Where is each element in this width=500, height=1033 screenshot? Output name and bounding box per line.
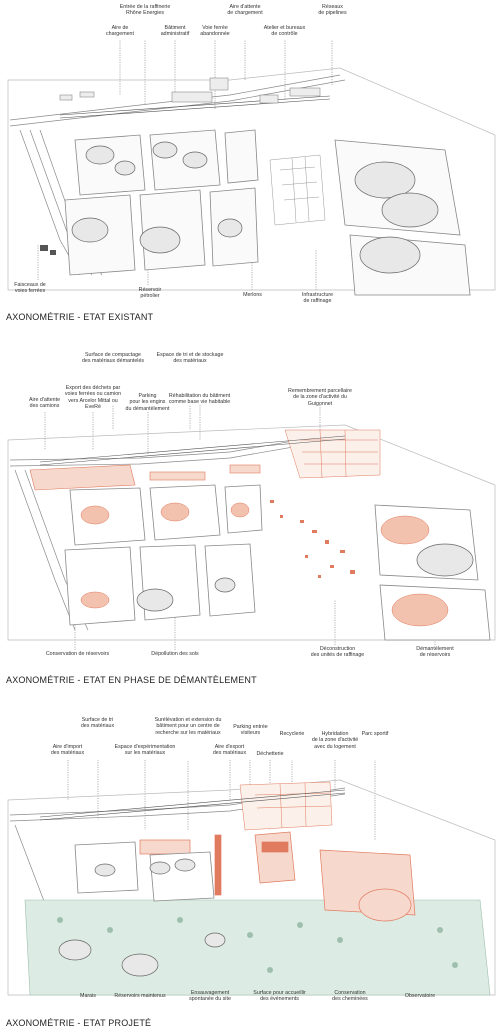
label-atelier-bureaux: Atelier et bureaux de contrôle: [263, 25, 306, 38]
label-espace-tri-stockage: Espace de tri et de stockage des matéria…: [156, 352, 224, 365]
label-infrastructure-raffinage: Infrastructure de raffinage: [301, 292, 334, 305]
axonometry-demantelement: [7, 405, 496, 650]
label-reservoir-petrolier: Réservoir pétrolier: [138, 287, 162, 300]
label-remembrement-parcellaire: Remembrement parcellaire de la zone d'ac…: [288, 388, 352, 407]
label-surface-evenements: Surface pour accueillir des événements: [253, 990, 306, 1003]
label-marais: Marais: [80, 993, 96, 999]
axonometry-existant: [7, 40, 496, 296]
axonometry-projete: [7, 760, 496, 996]
label-surface-compactage: Surface de compactage des matériaux déma…: [81, 352, 145, 365]
label-aire-import: Aire d'import des matériaux: [50, 744, 85, 757]
label-espace-experimentation: Espace d'expérimentation sur les matéria…: [114, 744, 176, 757]
label-reservoirs-maintenus: Réservoirs maintenus: [114, 993, 166, 999]
label-conservation-reservoirs: Conservation de réservoirs: [45, 651, 110, 657]
label-parking-visiteurs: Parking entrée visiteurs: [233, 724, 268, 737]
label-deconstruction-raffinage: Déconstruction des unités de raffinage: [310, 646, 365, 659]
label-parc-sportif: Parc sportif: [361, 731, 389, 737]
label-aire-export: Aire d'export des matériaux: [212, 744, 247, 757]
label-hybridation-zone: Hybridation de la zone d'activité avec d…: [311, 731, 359, 750]
label-reseaux-pipelines: Réseaux de pipelines: [318, 4, 347, 17]
label-dechetterie: Déchetterie: [256, 751, 284, 757]
label-surelevation-extension: Surélévation et extension du bâtiment po…: [154, 717, 222, 736]
label-entree-raffinerie: Entrée de la raffinerie Rhône Energies: [119, 4, 171, 17]
label-depollution-sols: Dépollution des sols: [151, 651, 199, 657]
label-recyclerie: Recyclerie: [279, 731, 305, 737]
title-projete: AXONOMÉTRIE - ETAT PROJETÉ: [6, 1018, 152, 1028]
label-aire-attente-camions: Aire d'attente des camions: [28, 397, 61, 410]
label-export-dechets: Export des déchets par voies ferrées ou …: [64, 385, 122, 411]
label-surface-tri: Surface de tri des matériaux: [80, 717, 115, 730]
label-conservation-cheminees: Conservation des cheminées: [332, 990, 368, 1003]
label-aire-chargement: Aire de chargement: [106, 25, 134, 38]
label-demantelement-reservoirs: Démantèlement de réservoirs: [416, 646, 454, 659]
label-ensauvagement: Ensauvagement spontanée du site: [189, 990, 231, 1003]
label-parking-engins: Parking pour les engins du démantèlement: [125, 393, 170, 412]
label-batiment-administratif: Bâtiment administratif: [160, 25, 190, 38]
label-faisceaux-voies: Faisceaux de voies ferrées: [14, 282, 46, 295]
label-rehabilitation-batiment: Réhabilitation du bâtiment comme base vi…: [168, 393, 231, 406]
title-existant: AXONOMÉTRIE - ETAT EXISTANT: [6, 312, 154, 322]
label-aire-attente-chargement: Aire d'attente de chargement: [227, 4, 263, 17]
label-merlons: Merlons: [243, 292, 262, 298]
label-observatoire: Observatoire: [404, 993, 436, 999]
label-voie-ferree-abandonnee: Voie ferrée abandonnée: [200, 25, 230, 38]
title-demantelement: AXONOMÉTRIE - ETAT EN PHASE DE DÉMANTÈLE…: [6, 675, 257, 685]
